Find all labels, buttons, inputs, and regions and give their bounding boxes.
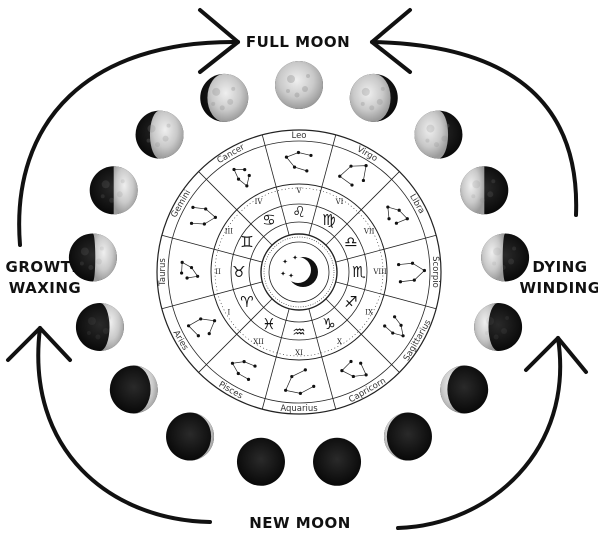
- house-number: XI: [295, 349, 303, 357]
- constellation-leo-icon: [285, 151, 313, 173]
- house-number: IX: [365, 309, 373, 317]
- glyph-libra-icon: ♎: [344, 233, 357, 251]
- sign-name-pisces: Pisces: [217, 380, 245, 402]
- moon-full-icon: [275, 61, 323, 109]
- moon-first-quarter-icon: [69, 233, 117, 281]
- svg-text:✦: ✦: [282, 258, 288, 266]
- arrow-growth-to-full: [19, 42, 238, 245]
- house-number: VI: [335, 198, 344, 206]
- moon-waxing-crescent-icon: [76, 303, 124, 351]
- house-number: VII: [363, 228, 375, 236]
- glyph-aquarius-icon: ♒: [292, 323, 305, 341]
- house-number: VIII: [372, 268, 387, 276]
- moon-waning-crescent-icon: [474, 303, 522, 351]
- arrowhead-right-bottom: [526, 338, 586, 372]
- house-number: I: [227, 309, 230, 317]
- constellation-taurus-icon: [180, 261, 199, 280]
- moon-last-quarter-icon: [481, 233, 529, 281]
- constellation-pisces-icon: [231, 360, 257, 381]
- label-dying: DYING: [532, 258, 587, 276]
- house-number: III: [225, 228, 234, 236]
- label-new-moon: NEW MOON: [249, 514, 351, 532]
- constellation-aquarius-icon: [284, 368, 315, 395]
- zodiac-wheel: CancerIV♋LeoV♌VirgoVI♍LibraVII♎ScorpioVI…: [157, 130, 441, 414]
- moon-waning-crescent-icon: [384, 413, 432, 461]
- house-number: IV: [255, 198, 264, 206]
- constellation-virgo-icon: [338, 164, 368, 187]
- sign-name-aquarius: Aquarius: [280, 404, 318, 414]
- constellation-capricorn-icon: [340, 360, 367, 378]
- sign-name-leo: Leo: [291, 131, 306, 141]
- label-winding: WINDING: [519, 279, 598, 297]
- moon-waxing-crescent-icon: [110, 366, 158, 414]
- sign-name-scorpio: Scorpio: [430, 256, 440, 288]
- glyph-leo-icon: ♌: [292, 203, 305, 221]
- moon-waxing-crescent-icon: [166, 413, 214, 461]
- moon-waxing-gibbous-icon: [136, 111, 184, 159]
- sign-name-taurus: Taurus: [158, 258, 168, 287]
- glyph-aries-icon: ♈: [240, 293, 253, 311]
- label-waxing: WAXING: [9, 279, 82, 297]
- moon-waning-crescent-icon: [440, 366, 488, 414]
- constellation-scorpio-icon: [397, 262, 426, 284]
- glyph-gemini-icon: ♊: [240, 233, 253, 251]
- sign-name-sagittarius: Sagittarius: [402, 318, 434, 363]
- sign-name-aries: Aries: [171, 329, 191, 353]
- constellation-libra-icon: [386, 205, 409, 224]
- glyph-taurus-icon: ♉: [232, 263, 245, 281]
- label-full-moon: FULL MOON: [246, 33, 350, 51]
- sign-name-capricorn: Capricorn: [347, 376, 388, 405]
- sign-name-libra: Libra: [407, 192, 426, 215]
- center-crescent-moon-icon: ✦✦✦✦: [280, 254, 318, 287]
- moon-new-icon: [313, 438, 361, 486]
- moon-waxing-gibbous-icon: [200, 74, 248, 122]
- glyph-cancer-icon: ♋: [262, 211, 275, 229]
- svg-text:✦: ✦: [280, 270, 286, 278]
- moon-new-icon: [237, 438, 285, 486]
- sign-name-virgo: Virgo: [355, 144, 379, 164]
- svg-text:✦: ✦: [288, 272, 294, 280]
- house-number: II: [215, 268, 221, 276]
- moon-last-quarter-icon: [460, 166, 508, 214]
- moon-first-quarter-icon: [90, 166, 138, 214]
- glyph-scorpio-icon: ♏: [352, 263, 366, 281]
- moon-waning-gibbous-icon: [414, 111, 462, 159]
- constellation-aries-icon: [187, 317, 216, 337]
- constellation-sagittarius-icon: [383, 315, 405, 337]
- house-number: X: [337, 338, 342, 346]
- glyph-sagittarius-icon: ♐: [344, 293, 357, 311]
- svg-text:✦: ✦: [292, 254, 298, 262]
- house-number: V: [295, 187, 302, 195]
- glyph-pisces-icon: ♓: [262, 315, 275, 333]
- moon-waning-gibbous-icon: [350, 74, 398, 122]
- constellation-gemini-icon: [190, 206, 217, 226]
- glyph-virgo-icon: ♍: [322, 211, 335, 229]
- glyph-capricorn-icon: ♑: [322, 315, 335, 333]
- house-number: XII: [253, 338, 264, 346]
- constellation-cancer-icon: [232, 168, 250, 188]
